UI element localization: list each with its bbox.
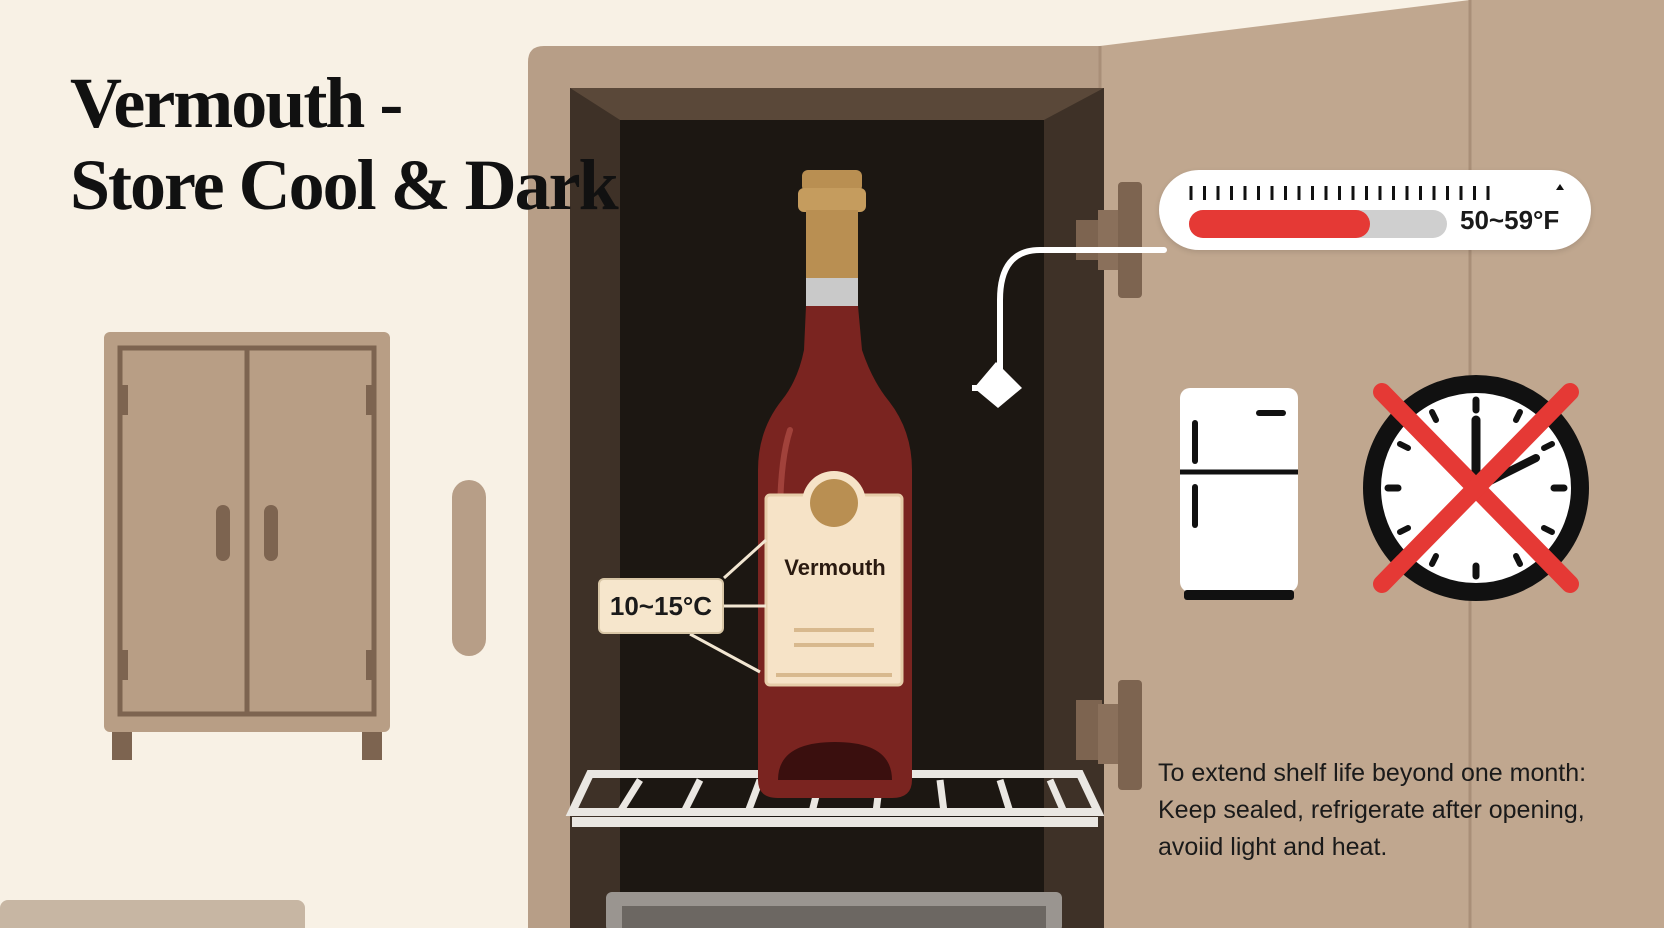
temperature-callout: 10~15°C [598,578,724,634]
cabinet-side-handle[interactable] [452,480,486,656]
bottle-label-text: Vermouth [784,555,886,580]
thermometer-fill [1189,210,1370,238]
floor-ledge [0,900,305,928]
callout-lines [689,538,768,674]
thermometer-range-label: 50~59°F [1460,205,1560,235]
thermometer-bulb-icon [1556,184,1564,190]
tip-line-1: To extend shelf life beyond one month: [1158,759,1587,787]
title-line-2: Store Cool & Dark [70,145,619,225]
tip-line-3: avoiid light and heat. [1158,833,1388,861]
cabinet-handle-left[interactable] [216,505,230,561]
small-cabinet [104,332,390,760]
vermouth-bottle [758,170,912,798]
no-clock-icon [1363,375,1589,601]
thermometer-ticks [1189,186,1490,200]
tip-line-2: Keep sealed, refrigerate after opening, [1158,796,1585,824]
title-line-1: Vermouth - [70,63,403,143]
thermometer [1159,170,1591,250]
storage-tip: To extend shelf life beyond one month: K… [1158,755,1628,866]
page-title: Vermouth - Store Cool & Dark [70,62,710,226]
cabinet-handle-right[interactable] [264,505,278,561]
arrow-icon [972,247,1167,408]
refrigerator-icon [1180,388,1298,600]
thermometer-gauge [1189,184,1564,238]
